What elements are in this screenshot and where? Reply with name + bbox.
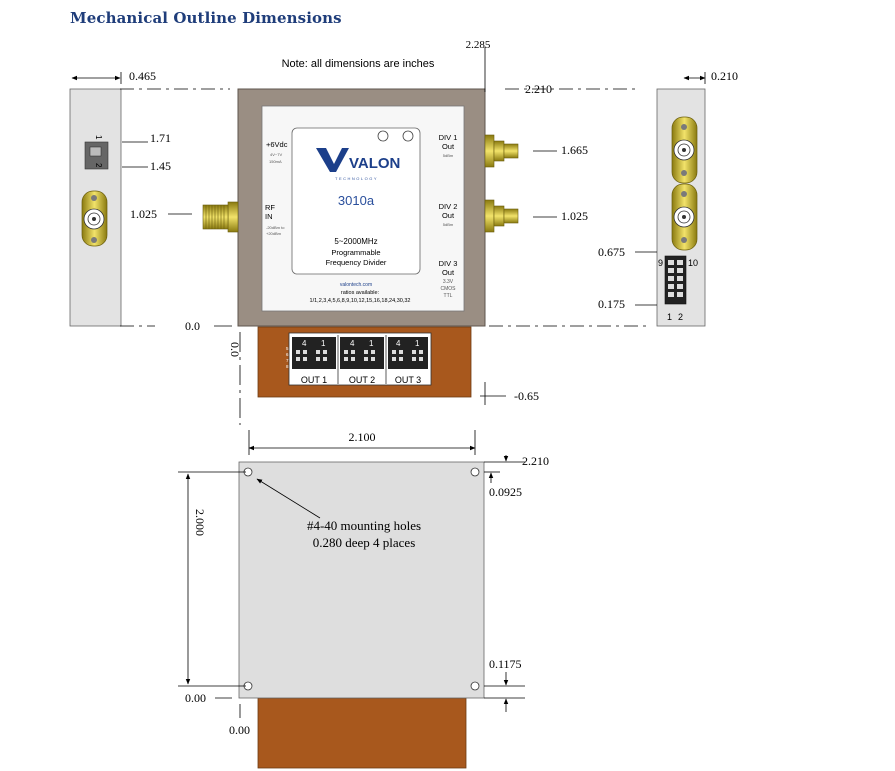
prog-line2: Frequency Divider (326, 258, 387, 267)
div2-out: Out (442, 211, 455, 220)
div1-out-connector-icon (484, 134, 519, 168)
dim-2100: 2.100 (349, 430, 376, 444)
housing-bottom-view (238, 461, 485, 769)
out3-pin4: 4 (396, 339, 401, 348)
dimension-note: Note: all dimensions are inches (282, 58, 435, 70)
side-pin-7: 7 (286, 358, 289, 363)
dim-0465: 0.465 (129, 69, 156, 83)
dim-000-vertical: 0.00 (229, 723, 250, 737)
valon-logo-icon (316, 148, 349, 172)
rf-in-label: IN (265, 212, 273, 221)
dim-0675: 0.675 (598, 245, 625, 259)
out2-label: OUT 2 (349, 375, 375, 385)
power-label: +6Vdc (266, 140, 288, 149)
dim-neg065: -0.65 (514, 389, 539, 403)
dim-00-horizontal: 0.0 (185, 319, 200, 333)
dim-1025-left: 1.025 (130, 207, 157, 221)
ratios-list: 1/1,2,3,4,5,6,8,9,10,12,15,16,18,24,30,3… (310, 298, 411, 304)
out1-pin4: 4 (302, 339, 307, 348)
out2-pin4: 4 (350, 339, 355, 348)
out3-pin1: 1 (415, 339, 420, 348)
mounting-hole-note-1: #4-40 mounting holes (307, 518, 421, 533)
dim-00-vertical: 0.0 (228, 342, 242, 357)
div3-cmos-1: 3.3V (443, 279, 454, 285)
dim-0210: 0.210 (711, 69, 738, 83)
dim-0175: 0.175 (598, 297, 625, 311)
prog-line1: Programmable (331, 248, 380, 257)
right-pin-10: 10 (688, 258, 698, 268)
freq-range: 5~2000MHz (334, 237, 377, 246)
housing-left-side-view: 1 2 (69, 88, 122, 327)
div2-label: DIV 2 (439, 202, 458, 211)
div3-cmos-3: TTL (444, 293, 453, 299)
rf-level-2: +20dBm (266, 231, 282, 236)
side-pin-5: 5 (286, 346, 289, 351)
model-number: 3010a (338, 193, 375, 208)
right-pin-9: 9 (658, 258, 663, 268)
rf-in-connector-icon (202, 201, 239, 233)
output-header-board: 4 1 4 1 4 1 5 6 7 8 OUT 1 OUT 2 OUT 3 (257, 326, 472, 398)
mounting-hole-icon (470, 467, 480, 477)
div1-label: DIV 1 (439, 133, 458, 142)
right-pin-1: 1 (667, 312, 672, 322)
side-pin-8: 8 (286, 364, 289, 369)
power-range: 4V~7V (270, 152, 282, 157)
div1-dbm: 5dBm (443, 153, 454, 158)
front-dimension-lines (71, 47, 706, 455)
div2-dbm: 5dBm (443, 222, 454, 227)
dim-2210-bottom: 2.210 (522, 454, 549, 468)
housing-front-view: VALON TECHNOLOGY 3010a 5~2000MHz Program… (237, 88, 486, 327)
website: valontech.com (340, 282, 372, 288)
dim-2000: 2.000 (193, 509, 207, 536)
ratios-label: ratios available: (341, 290, 380, 296)
div3-cmos-2: CMOS (441, 286, 457, 292)
left-pin-2: 2 (94, 163, 103, 168)
dim-2285: 2.285 (466, 39, 491, 51)
rf-level-1: -20dBm to (266, 225, 285, 230)
out3-label: OUT 3 (395, 375, 421, 385)
dim-00925: 0.0925 (489, 485, 522, 499)
div1-out: Out (442, 142, 455, 151)
brand-name: VALON (349, 155, 400, 172)
dim-1025-right: 1.025 (561, 209, 588, 223)
right-pin-2: 2 (678, 312, 683, 322)
dim-01175: 0.1175 (489, 657, 522, 671)
housing-right-side-view: 9 10 1 2 (656, 88, 706, 327)
dim-000-horizontal: 0.00 (185, 691, 206, 705)
bottom-dimension-lines (178, 455, 525, 718)
out2-pin1: 1 (369, 339, 374, 348)
div2-out-connector-icon (484, 199, 519, 233)
div3-label: DIV 3 (439, 259, 458, 268)
dim-171: 1.71 (150, 131, 171, 145)
out1-label: OUT 1 (301, 375, 327, 385)
dim-1665: 1.665 (561, 143, 588, 157)
brand-tagline: TECHNOLOGY (335, 176, 378, 181)
rf-label: RF (265, 203, 275, 212)
page-title: Mechanical Outline Dimensions (70, 9, 342, 27)
left-pin-1: 1 (94, 135, 103, 140)
power-current: 150mA (269, 159, 282, 164)
out1-pin1: 1 (321, 339, 326, 348)
mounting-hole-icon (470, 681, 480, 691)
dim-145: 1.45 (150, 159, 171, 173)
side-pin-6: 6 (286, 352, 289, 357)
mounting-hole-note-2: 0.280 deep 4 places (313, 535, 416, 550)
dim-2210-top: 2.210 (525, 82, 552, 96)
div3-out: Out (442, 268, 455, 277)
